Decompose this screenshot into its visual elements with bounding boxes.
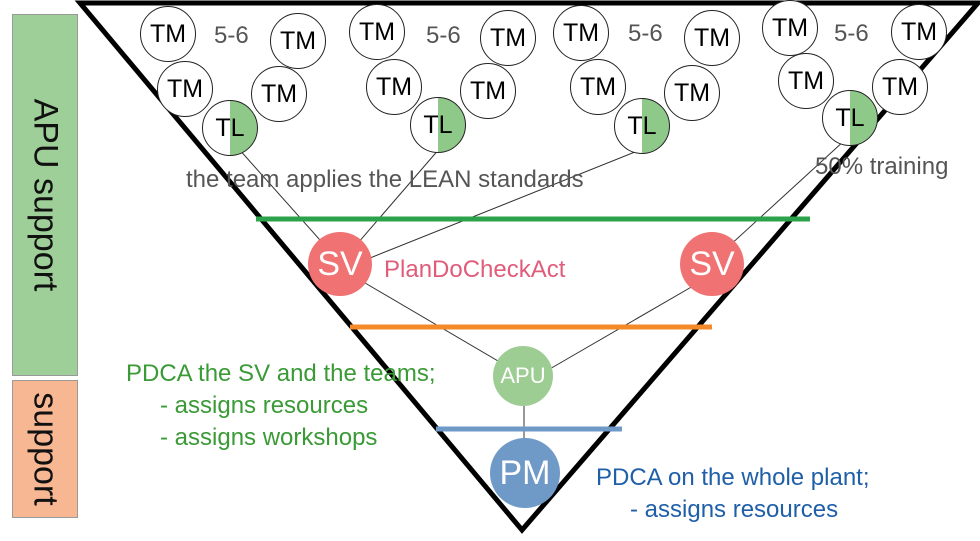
inverted-triangle (74, 0, 980, 534)
team-member-node: TM (366, 59, 422, 115)
team-member-node: TM (480, 10, 536, 66)
team-member-node: TM (251, 66, 307, 122)
apu-desc-line-2: - assigns resources (160, 392, 369, 419)
pm-desc-line-2: - assigns resources (630, 496, 839, 523)
training-note: 50% training (815, 153, 949, 180)
team-member-node: TM (872, 59, 928, 115)
team-member-node: TM (891, 4, 947, 60)
apu-desc-line-1: PDCA the SV and the teams; (126, 360, 436, 387)
team-member-node: TM (157, 61, 213, 117)
supervisor-node: SV (680, 232, 744, 296)
team-leader-node: TL (202, 100, 258, 156)
team-size-label: 5-6 (214, 22, 249, 49)
apu-support-label: APU support (26, 98, 65, 292)
pdca-label: PlanDoCheckAct (384, 256, 566, 283)
team-member-node: TM (778, 53, 834, 109)
team-member-node: TM (570, 59, 626, 115)
team-size-label: 5-6 (628, 20, 663, 47)
connector-tl4-sv2 (715, 139, 846, 259)
connector-tl3-sv1 (359, 147, 646, 263)
support-label: support (26, 392, 65, 506)
team-size-label: 5-6 (834, 20, 869, 47)
connector-sv1-apu (359, 279, 511, 369)
team-leader-node: TL (614, 98, 670, 154)
support-bar: support (12, 380, 78, 518)
team-member-node: TM (270, 13, 326, 69)
supervisor-node: SV (308, 232, 372, 296)
pm-desc-line-1: PDCA on the whole plant; (596, 464, 870, 491)
team-member-node: TM (684, 10, 740, 66)
apu-node: APU (493, 346, 553, 406)
team-member-node: TM (349, 4, 405, 60)
apu-desc-line-3: - assigns workshops (160, 424, 378, 451)
team-size-label: 5-6 (426, 22, 461, 49)
team-member-node: TM (553, 5, 609, 61)
pm-node: PM (490, 438, 560, 508)
team-leader-node: TL (822, 90, 878, 146)
team-member-node: TM (664, 65, 720, 121)
apu-support-bar: APU support (12, 14, 78, 376)
team-leader-node: TL (410, 97, 466, 153)
team-member-node: TM (140, 6, 196, 62)
team-member-node: TM (460, 63, 516, 119)
team-member-node: TM (762, 0, 818, 56)
lean-standards-note: the team applies the LEAN standards (186, 166, 584, 193)
